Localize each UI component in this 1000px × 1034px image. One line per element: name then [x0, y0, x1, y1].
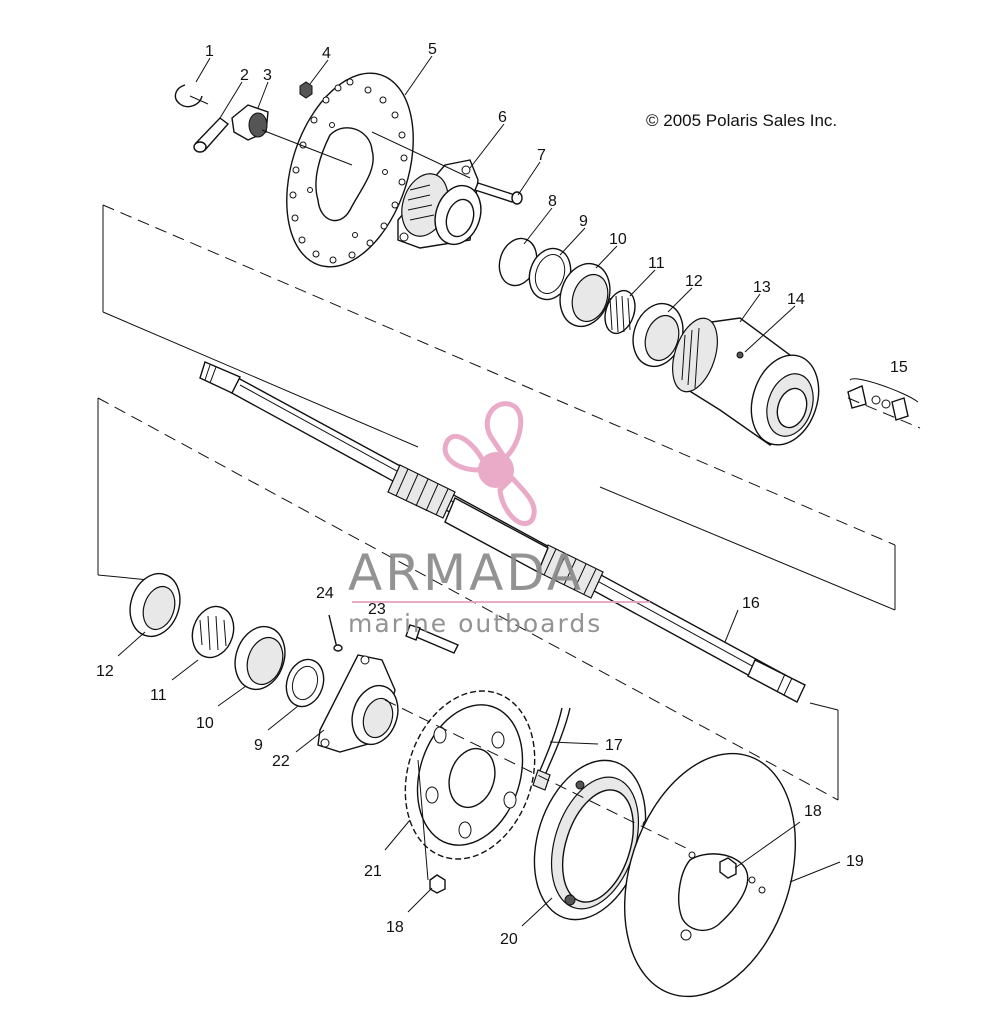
callout-23: 23: [368, 601, 386, 618]
brake-disc: [286, 72, 414, 268]
hub-carrier: [397, 159, 482, 249]
bearing-cup-12-lower: [129, 572, 181, 638]
callout-17: 17: [605, 737, 623, 754]
upper-assembly-outline: [102, 204, 896, 611]
cover-plate-19: [623, 752, 797, 998]
callout-21: 21: [364, 863, 382, 880]
axle-leader-line: [371, 131, 471, 179]
bearing-cup-12: [632, 302, 684, 368]
brake-line-17: [532, 707, 571, 791]
axle-shaft: [199, 361, 806, 703]
callout-10: 10: [609, 231, 627, 248]
callout-12: 12: [685, 273, 703, 290]
seal-9-lower: [285, 658, 325, 708]
bolt-7: [474, 182, 523, 205]
callout-20: 20: [500, 931, 518, 948]
callout-1: 1: [205, 43, 214, 60]
callout-13: 13: [753, 279, 771, 296]
clip-set-15: [847, 378, 921, 429]
callout-7: 7: [537, 147, 546, 164]
callout-15: 15: [890, 359, 908, 376]
watermark-subtitle: marine outboards: [348, 609, 602, 638]
watermark-title: ARMADA: [348, 544, 584, 602]
callout-19: 19: [846, 853, 864, 870]
callout-18-upper: 18: [804, 803, 822, 820]
callout-labels: 1 2 3 4 5 6 7 8 9 10 11 12 13 14 15 16 1…: [96, 41, 908, 948]
callout-24: 24: [316, 585, 334, 602]
bolt-24: [328, 614, 343, 652]
sprocket-21: [404, 690, 536, 860]
callout-9: 9: [579, 213, 588, 230]
callout-12-lower: 12: [96, 663, 114, 680]
copyright-text: © 2005 Polaris Sales Inc.: [646, 111, 837, 130]
bolt-23: [405, 624, 459, 654]
callout-9-lower: 9: [254, 737, 263, 754]
callout-leaders: [117, 55, 841, 927]
callout-10-lower: 10: [196, 715, 214, 732]
bolt-2: [193, 117, 230, 153]
callout-18-lower: 18: [386, 919, 404, 936]
callout-5: 5: [428, 41, 437, 58]
bearing-race-10-lower: [234, 625, 286, 691]
bearing-race-10: [559, 262, 611, 328]
callout-2: 2: [240, 67, 249, 84]
brake-drum-20: [533, 759, 654, 921]
callout-11-lower: 11: [150, 687, 167, 704]
nut-18-lower: [429, 874, 446, 894]
caliper-3: [231, 104, 353, 166]
callout-14: 14: [787, 291, 805, 308]
lower-axis-line: [384, 699, 691, 881]
callout-22: 22: [272, 753, 290, 770]
circlip-1: [174, 84, 209, 108]
bearing-housing-13: [672, 317, 820, 446]
callout-16: 16: [742, 595, 760, 612]
callout-3: 3: [263, 67, 272, 84]
callout-11: 11: [648, 255, 665, 272]
callout-8: 8: [548, 193, 557, 210]
watermark: ARMADA marine outboards: [348, 401, 650, 638]
bearing-cone-11: [604, 289, 636, 335]
disc-holes: [289, 78, 408, 264]
propeller-logo-icon: [442, 401, 537, 527]
callout-6: 6: [498, 109, 507, 126]
bearing-cone-11-lower: [191, 605, 235, 659]
nut-4: [299, 81, 313, 99]
callout-4: 4: [322, 45, 331, 62]
